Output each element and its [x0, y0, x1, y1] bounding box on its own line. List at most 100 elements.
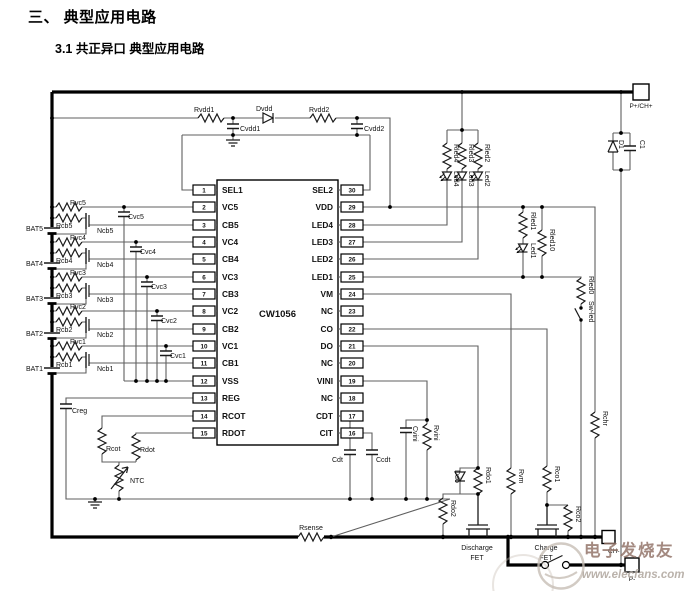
- ic-pin: 10 VC1: [192, 340, 239, 352]
- ref-label: Rvc4: [70, 235, 86, 242]
- ref-label: Cvdd1: [240, 126, 260, 133]
- svg-text:VC3: VC3: [222, 272, 239, 282]
- svg-text:VC2: VC2: [222, 306, 239, 316]
- ref-label: Rco2: [574, 506, 581, 522]
- sw-led-blade: [574, 308, 582, 321]
- ic-part-number: CW1056: [259, 309, 296, 320]
- terminal-p-minus: [624, 557, 640, 573]
- svg-text:19: 19: [348, 379, 356, 386]
- svg-text:VDD: VDD: [315, 202, 333, 212]
- ref-label: Led2: [483, 171, 490, 187]
- ref-label: Rcb4: [56, 258, 72, 265]
- svg-text:3: 3: [202, 223, 206, 230]
- svg-text:CB1: CB1: [222, 358, 239, 368]
- ic-pin: 9 CB2: [192, 323, 239, 335]
- ref-label: Cvc3: [151, 284, 167, 291]
- svg-text:SEL2: SEL2: [312, 185, 333, 195]
- svg-text:9: 9: [202, 327, 206, 334]
- ref-label: Rdot: [140, 447, 155, 454]
- component-labels: Rvdd1 Dvdd Rvdd2 Cvdd1 Cvdd2 BAT5 BAT4 B…: [26, 103, 653, 583]
- svg-text:23: 23: [348, 309, 356, 316]
- ref-label: Ncb4: [97, 262, 113, 269]
- svg-text:VC1: VC1: [222, 341, 239, 351]
- svg-text:VINI: VINI: [317, 376, 333, 386]
- ref-label: D1: [617, 140, 624, 149]
- svg-text:NC: NC: [321, 358, 333, 368]
- charge-fet-symbol: [535, 505, 559, 537]
- pack-switch-blade: [547, 554, 563, 564]
- discharge-fet-symbol: [466, 494, 490, 537]
- svg-text:21: 21: [348, 344, 356, 351]
- ref-label: Cvc2: [161, 318, 177, 325]
- svg-text:VC4: VC4: [222, 237, 239, 247]
- svg-text:26: 26: [348, 257, 356, 264]
- battery-label: BAT4: [26, 261, 43, 268]
- ref-label: C1: [638, 140, 645, 149]
- ref-label: Rled10: [548, 229, 555, 251]
- discharge-fet-label: Discharge: [461, 545, 493, 552]
- svg-text:RCOT: RCOT: [222, 411, 246, 421]
- watermark: 电子发烧友 www.elecfans.com: [492, 540, 684, 591]
- svg-text:4: 4: [202, 240, 206, 247]
- power-rails: [50, 90, 633, 567]
- svg-text:NC: NC: [321, 306, 333, 316]
- battery-label: BAT3: [26, 296, 43, 303]
- ref-label: Cdt: [332, 457, 343, 464]
- ic-pin: 4 VC4: [192, 236, 239, 248]
- ref-label: Rvm: [517, 469, 524, 484]
- terminal-label: P+/CH+: [629, 103, 652, 110]
- svg-text:LED4: LED4: [312, 220, 334, 230]
- page-title: 三、 典型应用电路: [28, 9, 157, 26]
- ref-label: Ncb1: [97, 366, 113, 373]
- ref-label: Dvdd: [256, 106, 272, 113]
- ref-label: Rvc5: [70, 200, 86, 207]
- ref-label: Cvc4: [140, 249, 156, 256]
- ref-label: Rdo2: [449, 500, 456, 517]
- svg-text:RDOT: RDOT: [222, 428, 246, 438]
- svg-text:CO: CO: [321, 324, 334, 334]
- component-symbols: [44, 112, 637, 570]
- section-subtitle: 3.1 共正异口 典型应用电路: [55, 42, 205, 56]
- svg-text:NC: NC: [321, 393, 333, 403]
- terminal-label: P-: [629, 576, 636, 583]
- ref-label: Sw-led: [587, 301, 594, 323]
- battery-label: BAT1: [26, 366, 43, 373]
- svg-text:28: 28: [348, 223, 356, 230]
- ref-label: Rled0: [587, 276, 594, 294]
- svg-text:25: 25: [348, 275, 356, 282]
- terminal-p-plus: [632, 83, 650, 101]
- svg-text:16: 16: [348, 431, 356, 438]
- ref-label: Rchr: [601, 411, 608, 426]
- ref-label: Rcb5: [56, 223, 72, 230]
- ref-label: NTC: [130, 478, 144, 485]
- svg-text:LED2: LED2: [312, 254, 334, 264]
- ref-label: Rvc3: [70, 270, 86, 277]
- ref-label: Ncb3: [97, 297, 113, 304]
- svg-text:10: 10: [200, 344, 208, 351]
- ref-label: Rvc1: [70, 339, 86, 346]
- ref-label: Ddo: [453, 470, 460, 483]
- svg-text:17: 17: [348, 414, 356, 421]
- svg-text:24: 24: [348, 292, 356, 299]
- svg-text:CB2: CB2: [222, 324, 239, 334]
- watermark-url: www.elecfans.com: [582, 569, 684, 581]
- svg-text:18: 18: [348, 396, 356, 403]
- ref-label: Cvc5: [128, 214, 144, 221]
- ref-label: Led4: [452, 171, 459, 187]
- svg-text:2: 2: [202, 205, 206, 212]
